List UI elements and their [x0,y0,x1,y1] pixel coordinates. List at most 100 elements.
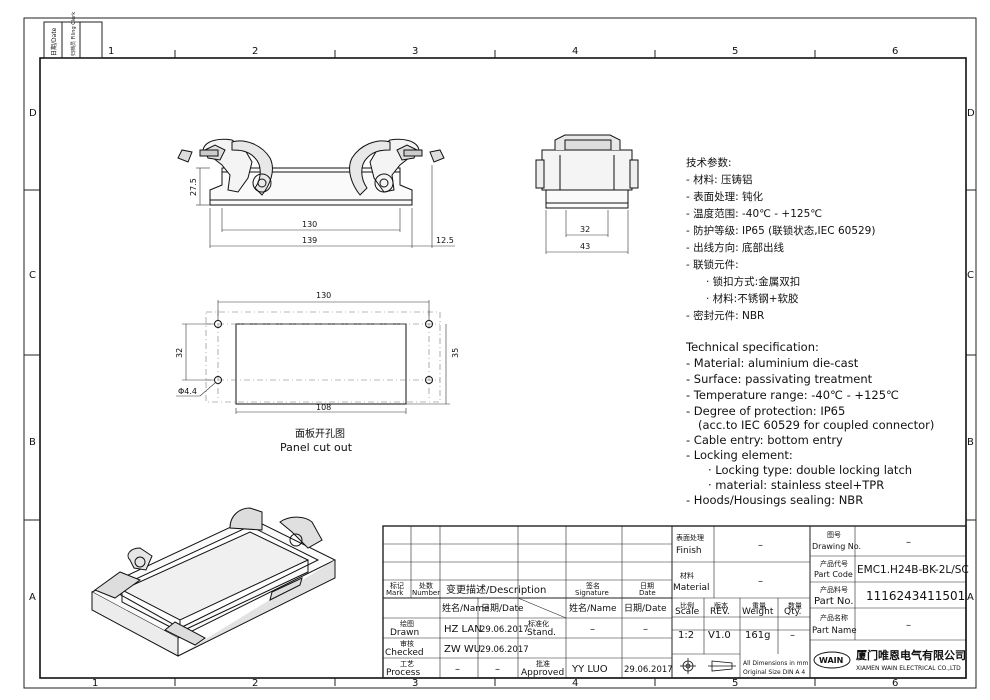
tb-part-no-cn: 产品料号 [820,585,848,594]
tb-drawing-no-cn: 图号 [827,531,841,539]
tb-company-cn: 厦门唯恩电气有限公司 [856,648,966,662]
corner-clerk-label: 归档员 Filing Clerk [70,12,77,56]
tb-approved-cn: 批准 [536,659,550,668]
corner-filing-box [43,21,103,59]
tb-rev-en: REV. [710,607,730,617]
front-height-dim: 27.5 [189,178,198,196]
tb-drawn-date: 29.06.2017 [480,625,529,635]
tb-dims-note-2: Original Size DIN A 4 [743,669,805,676]
tb-material-en: Material [673,583,710,593]
spec-en-line-4: - Degree of protection: IP65 [686,404,845,418]
spec-cn-line-8: · 材料:不锈钢+软胶 [706,292,799,305]
col-label-bottom-4: 4 [572,678,578,689]
tb-rev-cn: 版本 [714,601,728,610]
tb-finish-en: Finish [676,546,702,556]
tb-drawn-en: Drawn [390,628,419,638]
tb-part-code-val: EMC1.H24B-BK-2L/SC [857,564,969,576]
cutout-right-dim: 35 [451,348,460,358]
tb-checked-en: Checked [385,648,424,658]
tb-stand-sig: – [590,624,595,635]
tb-part-no-en: Part No. [814,596,854,607]
tb-date-hdr: 日期/Date [481,603,524,614]
corner-date-label: 日期/Date [50,27,58,56]
tb-rev-val: V1.0 [708,630,731,641]
spec-cn-line-3: - 温度范围: -40℃ - +125℃ [686,207,822,220]
col-label-bottom-2: 2 [252,678,258,689]
spec-cn-line-1: - 材料: 压铸铝 [686,173,753,186]
spec-en-line-3: - Temperature range: -40℃ - +125℃ [686,388,899,402]
tb-material-val: – [758,576,763,587]
tb-name-hdr-2: 姓名/Name [569,602,617,614]
spec-cn-line-7: · 锁扣方式:金属双扣 [706,275,800,288]
spec-en-block: Technical specification: - Material: alu… [685,340,934,507]
tb-approved-en: Approved [521,668,564,678]
tb-approved-date: 29.06.2017 [624,665,673,675]
cutout-caption-cn: 面板开孔图 [295,427,345,440]
row-label-c: C [29,270,36,281]
spec-cn-line-5: - 出线方向: 底部出线 [686,241,785,254]
tb-process-date: – [495,664,500,675]
tb-company-en: XIAMEN WAIN ELECTRICAL CO.,LTD [856,665,961,672]
row-label-c-right: C [967,270,974,281]
tb-description: 变更描述/Description [446,583,546,596]
col-label-5: 5 [732,46,738,57]
tb-checked-date: 29.06.2017 [480,645,529,655]
col-label-bottom-3: 3 [412,678,418,689]
front-view [177,138,445,206]
spec-en-line-6: - Cable entry: bottom entry [686,433,843,447]
cutout-top-dim: 130 [316,291,331,300]
tb-weight-en: Weight [742,607,774,617]
tb-weight-cn: 重量 [752,602,766,610]
tb-signature-en: Signature [575,589,609,597]
tb-material-cn: 材料 [680,571,694,580]
col-label-6: 6 [892,46,898,57]
spec-cn-line-9: - 密封元件: NBR [686,309,764,322]
tb-checked-name: ZW WU [444,644,481,655]
col-label-1: 1 [108,46,114,57]
tb-weight-val: 161g [745,630,770,641]
side-view-dims [545,210,629,254]
panel-cutout-dims [176,300,450,414]
tb-stand-date: – [643,624,648,635]
col-label-2: 2 [252,46,258,57]
tb-scale-val: 1:2 [678,630,694,641]
row-label-a: A [29,592,36,603]
tb-signature-cn: 签名 [586,581,600,590]
isometric-view [90,507,337,657]
tb-part-name-cn: 产品名称 [820,613,848,622]
front-view-dims [196,165,455,248]
tb-date-hdr-2: 日期/Date [624,603,667,614]
tb-drawn-name: HZ LAN [444,624,482,635]
tb-date-cn: 日期 [640,582,654,590]
tb-drawn-cn: 绘图 [400,619,414,628]
row-label-d: D [29,108,37,119]
cutout-hole-dim: Φ4.4 [178,387,197,396]
side-inner-dim: 32 [580,225,590,234]
tb-mark-cn: 标记 [390,581,404,590]
tb-part-no-val: 1116243411501 [866,589,965,603]
front-inner-dim: 130 [302,220,317,229]
spec-en-line-10: - Hoods/Housings sealing: NBR [686,493,863,507]
tb-drawing-no-en: Drawing No. [812,542,861,551]
front-flange-dim: 12.5 [436,236,454,245]
row-label-b-right: B [967,437,974,448]
title-block-grid [382,525,967,679]
spec-en-line-0: Technical specification: [685,340,819,354]
tb-stand-cn: 标准化 [528,619,549,628]
row-label-a-right: A [967,592,974,603]
tb-qty-val: – [790,630,795,641]
tb-drawing-no-val: – [906,537,911,548]
spec-cn-line-6: - 联锁元件: [686,258,739,271]
spec-en-line-7: - Locking element: [686,448,793,462]
projection-symbol-icon [680,658,736,674]
tb-approved-name: YY LUO [571,664,608,675]
side-view [535,134,639,209]
logo-text: WAIN [819,656,843,665]
tb-process-en: Process [386,668,420,678]
tb-part-code-cn: 产品代号 [820,559,848,568]
tb-part-name-en: Part Name [812,626,857,636]
tb-part-code-en: Part Code [814,570,853,579]
cutout-caption-en: Panel cut out [280,441,353,454]
side-outer-dim: 43 [580,242,590,251]
